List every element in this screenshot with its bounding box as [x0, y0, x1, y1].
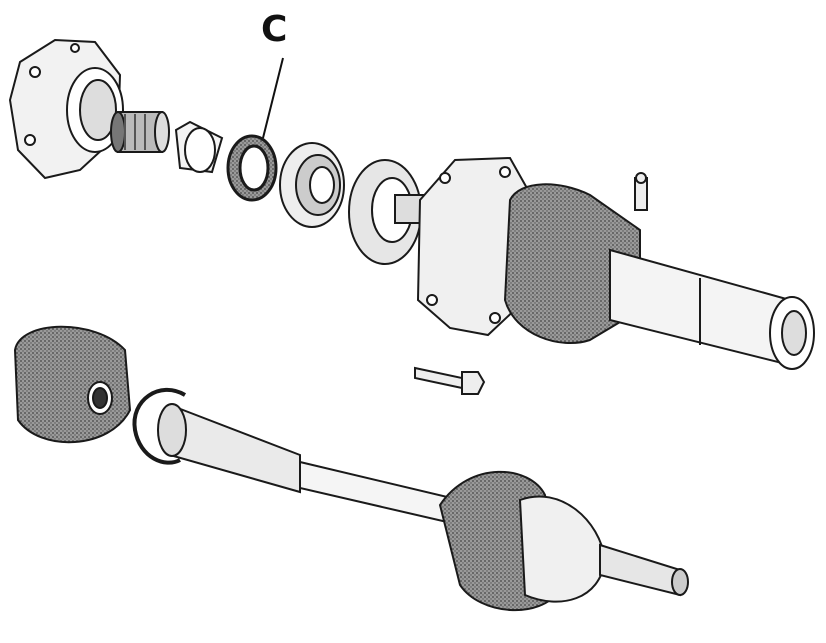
- seal-ring-c: [226, 134, 278, 202]
- ball-bearing: [279, 142, 345, 228]
- needle-bearing: [110, 111, 170, 153]
- cv-joint-housing: [518, 495, 607, 603]
- spacer-sleeve: [174, 120, 224, 174]
- lower-splined-shaft: [157, 403, 461, 527]
- circlip: [132, 388, 187, 465]
- cv-joint-assembly: [438, 470, 689, 611]
- callout-leader-line: [262, 57, 284, 139]
- upper-rubber-boot: [503, 183, 641, 345]
- hub-housing: [8, 38, 124, 180]
- cv-stub-axle: [599, 543, 681, 597]
- callout-label-c: C: [261, 9, 288, 50]
- lower-rubber-boot: [13, 325, 132, 444]
- grease-nipple: [634, 172, 648, 211]
- upper-shaft-assembly: [394, 156, 815, 370]
- bolt: [414, 366, 486, 395]
